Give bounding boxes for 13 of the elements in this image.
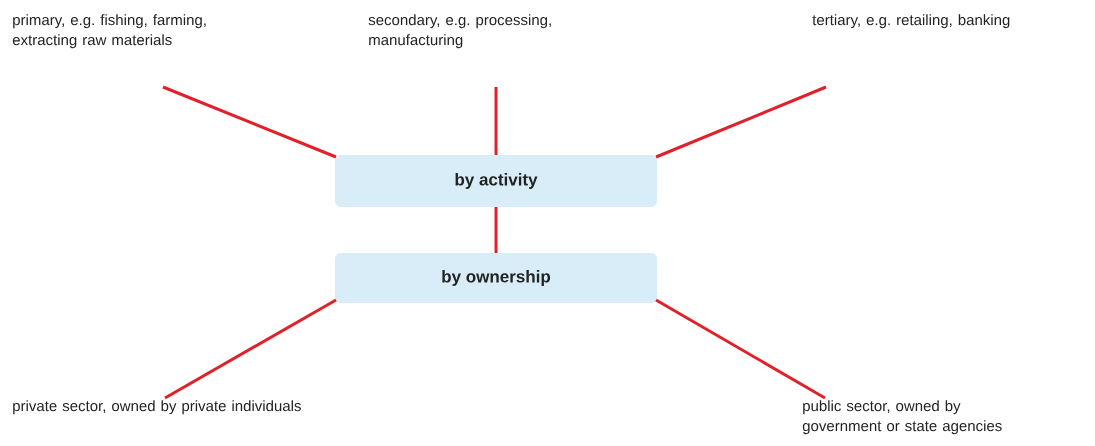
category-box: by activity (335, 155, 657, 207)
example-text: tertiary, e.g. retailing, banking (812, 14, 1010, 29)
example-text: secondary, e.g. processing, manufacturing (368, 14, 551, 49)
connector-line (162, 85, 337, 159)
connector-line (655, 85, 827, 159)
example-text: private sector, owned by private individuals (13, 400, 301, 415)
category-box: by ownership (335, 253, 657, 303)
connector-line (494, 207, 498, 253)
connector-line (655, 298, 826, 400)
example-text: primary, e.g. fishing, farming, extracting raw materials (12, 14, 206, 49)
connector-line (164, 298, 337, 400)
connector-line (494, 87, 498, 155)
example-text: public sector, owned by government or state agencies (802, 400, 1002, 435)
